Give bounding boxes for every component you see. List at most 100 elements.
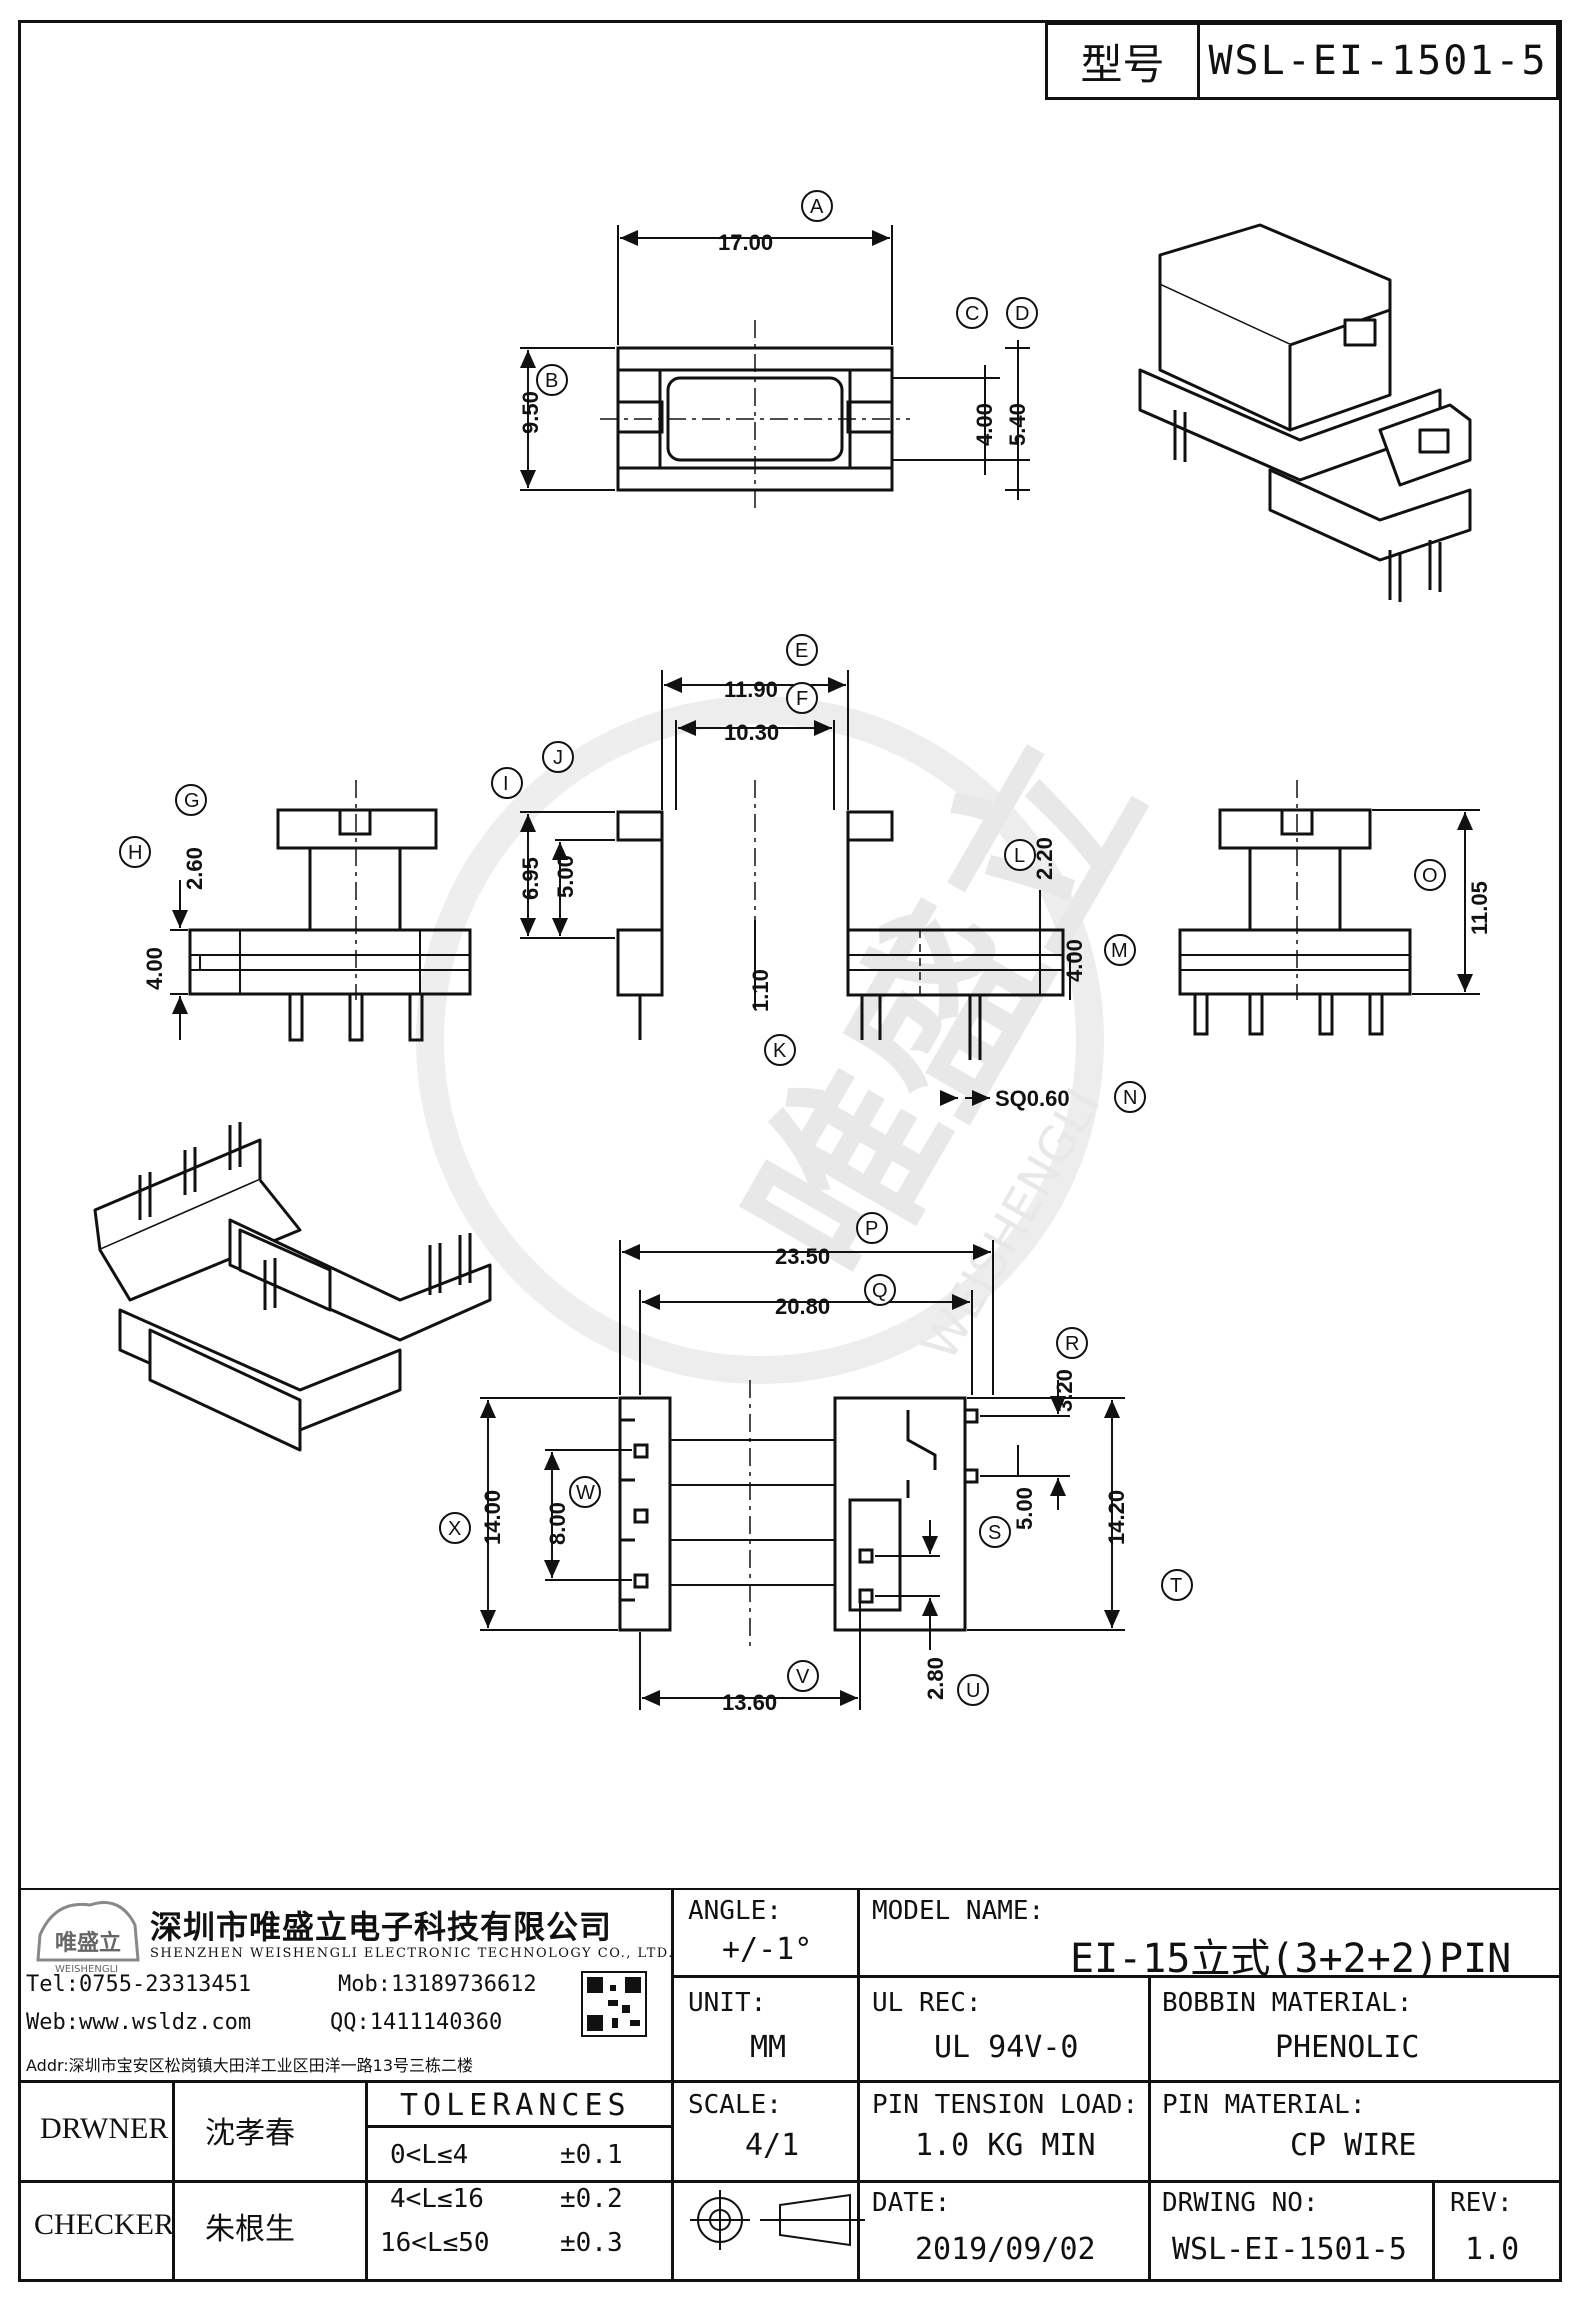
scale-label: SCALE: — [688, 2090, 782, 2120]
bottom-view — [618, 1380, 979, 1650]
dim-q: 20.80 — [775, 1294, 830, 1319]
bobbin-material-value: PHENOLIC — [1275, 2030, 1420, 2065]
dim-m: 4.00 — [1062, 939, 1087, 982]
bubble-b: B — [536, 364, 568, 396]
dim-d: 5.40 — [1005, 403, 1030, 446]
dim-u: 2.80 — [923, 1657, 948, 1700]
dim-n: SQ0.60 — [995, 1086, 1070, 1111]
company-tel: Tel:0755-23313451 — [26, 1972, 252, 1997]
company-name-en: SHENZHEN WEISHENGLI ELECTRONIC TECHNOLOG… — [150, 1946, 674, 1961]
dim-c: 4.00 — [972, 403, 997, 446]
company-mob: Mob:13189736612 — [338, 1972, 537, 1997]
bubble-p: P — [856, 1212, 888, 1244]
dim-f: 10.30 — [724, 720, 779, 745]
angle-value: +/-1° — [722, 1932, 813, 1967]
dim-j: 5.00 — [553, 855, 578, 898]
bubble-g: G — [175, 784, 207, 816]
svg-text:U: U — [966, 1680, 980, 1702]
svg-text:W: W — [576, 1482, 595, 1504]
pin-tension-label: PIN TENSION LOAD: — [872, 2090, 1139, 2120]
tolerance-row: 16<L≤50 ±0.3 — [380, 2228, 623, 2258]
dim-i: 6.95 — [518, 857, 543, 900]
model-name-value: EI-15立式(3+2+2)PIN — [1070, 1936, 1512, 1982]
bubble-m: M — [1104, 934, 1136, 966]
svg-text:S: S — [988, 1522, 1001, 1544]
svg-text:N: N — [1123, 1087, 1137, 1109]
dim-e: 11.90 — [724, 677, 778, 702]
dim-r: 3.20 — [1052, 1369, 1077, 1412]
company-qq: QQ:1411140360 — [330, 2010, 503, 2035]
bubble-e: E — [786, 634, 818, 666]
bubble-v: V — [787, 1660, 819, 1692]
svg-text:M: M — [1111, 940, 1128, 962]
dim-g: 2.60 — [182, 847, 207, 890]
svg-text:C: C — [965, 303, 979, 325]
dim-h: 4.00 — [142, 947, 167, 990]
title-block — [18, 1888, 1562, 2282]
bubble-r: R — [1056, 1327, 1088, 1359]
tolerance-row: 4<L≤16 ±0.2 — [390, 2184, 623, 2214]
svg-text:Q: Q — [872, 1280, 888, 1302]
dim-k: 1.10 — [748, 969, 773, 1012]
svg-text:X: X — [448, 1518, 461, 1540]
svg-text:R: R — [1065, 1333, 1079, 1355]
tolerance-list: 0<L≤4 ±0.1 4<L≤16 ±0.2 16<L≤50 ±0.3 — [380, 2140, 660, 2272]
svg-text:F: F — [796, 688, 808, 710]
checker-label: CHECKER — [34, 2208, 175, 2241]
bubble-t: T — [1161, 1569, 1193, 1601]
bubble-u: U — [957, 1674, 989, 1706]
pin-material-value: CP WIRE — [1290, 2128, 1417, 2163]
company-logo: 唯盛立 WEISHENGLI — [36, 1901, 140, 1975]
svg-text:B: B — [545, 370, 558, 392]
svg-text:G: G — [184, 790, 200, 812]
svg-text:L: L — [1014, 845, 1025, 867]
model-label: 型号 — [1045, 22, 1200, 100]
bubble-d: D — [1006, 297, 1038, 329]
scale-value: 4/1 — [745, 2128, 800, 2163]
drawing-no-label: DRWING NO: — [1162, 2188, 1319, 2218]
svg-text:E: E — [795, 640, 808, 662]
dim-b: 9.50 — [518, 391, 543, 434]
dim-a: 17.00 — [718, 230, 773, 255]
svg-text:V: V — [796, 1666, 810, 1688]
drawing-no-value: WSL-EI-1501-5 — [1172, 2232, 1407, 2267]
unit-value: MM — [750, 2030, 787, 2065]
isometric-view-left — [93, 1122, 492, 1452]
watermark: 唯盛立 WEISHENGLI — [416, 696, 1183, 1384]
dim-p: 23.50 — [775, 1244, 830, 1269]
bubble-j: J — [542, 741, 574, 773]
unit-label: UNIT: — [688, 1988, 767, 2018]
dim-x: 14.00 — [480, 1490, 505, 1545]
top-view — [600, 320, 985, 510]
drawer-name: 沈孝春 — [205, 2116, 295, 2151]
dim-s: 5.00 — [1012, 1487, 1037, 1530]
company-addr: Addr:深圳市宝安区松岗镇大田洋工业区田洋一路13号三栋二楼 — [26, 2056, 474, 2075]
company-name-cn: 深圳市唯盛立电子科技有限公司 — [150, 1908, 613, 1946]
pin-material-label: PIN MATERIAL: — [1162, 2090, 1366, 2120]
ul-value: UL 94V-0 — [934, 2030, 1079, 2065]
pin-tension-value: 1.0 KG MIN — [915, 2128, 1096, 2163]
bubble-i: I — [491, 767, 523, 799]
svg-text:T: T — [1170, 1575, 1182, 1597]
svg-text:D: D — [1015, 303, 1029, 325]
model-number: WSL-EI-1501-5 — [1197, 22, 1559, 100]
model-name-label: MODEL NAME: — [872, 1896, 1045, 1926]
bubble-w: W — [569, 1476, 601, 1508]
bubble-f: F — [786, 682, 818, 714]
dim-o: 11.05 — [1467, 881, 1492, 935]
dim-t: 14.20 — [1104, 1490, 1129, 1545]
angle-label: ANGLE: — [688, 1896, 782, 1926]
svg-text:A: A — [810, 196, 824, 218]
right-side-view — [1178, 780, 1412, 1036]
ul-label: UL REC: — [872, 1988, 982, 2018]
bubble-n: N — [1114, 1081, 1146, 1113]
dim-w: 8.00 — [545, 1502, 570, 1545]
dim-v: 13.60 — [722, 1690, 777, 1715]
bubble-l: L — [1004, 839, 1036, 871]
svg-text:H: H — [128, 842, 142, 864]
svg-text:K: K — [773, 1040, 787, 1062]
svg-text:I: I — [503, 773, 509, 795]
drawer-label: DRWNER — [40, 2112, 169, 2145]
